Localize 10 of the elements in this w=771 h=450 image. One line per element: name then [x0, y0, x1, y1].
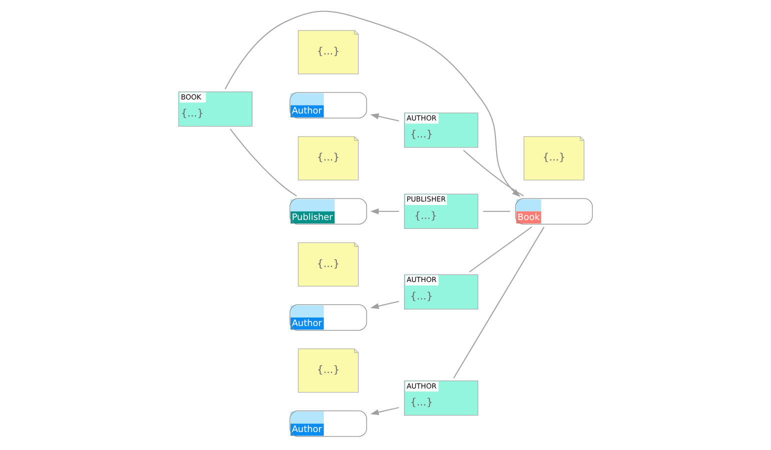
connector: [469, 226, 532, 272]
connector: [483, 210, 510, 212]
arrow: [370, 208, 399, 214]
connector: [453, 226, 544, 378]
arrow: [224, 10, 521, 197]
connector: [230, 128, 297, 196]
connector: [463, 150, 524, 196]
arrow: [370, 113, 400, 122]
arrow: [370, 407, 400, 416]
arrow: [370, 300, 400, 309]
